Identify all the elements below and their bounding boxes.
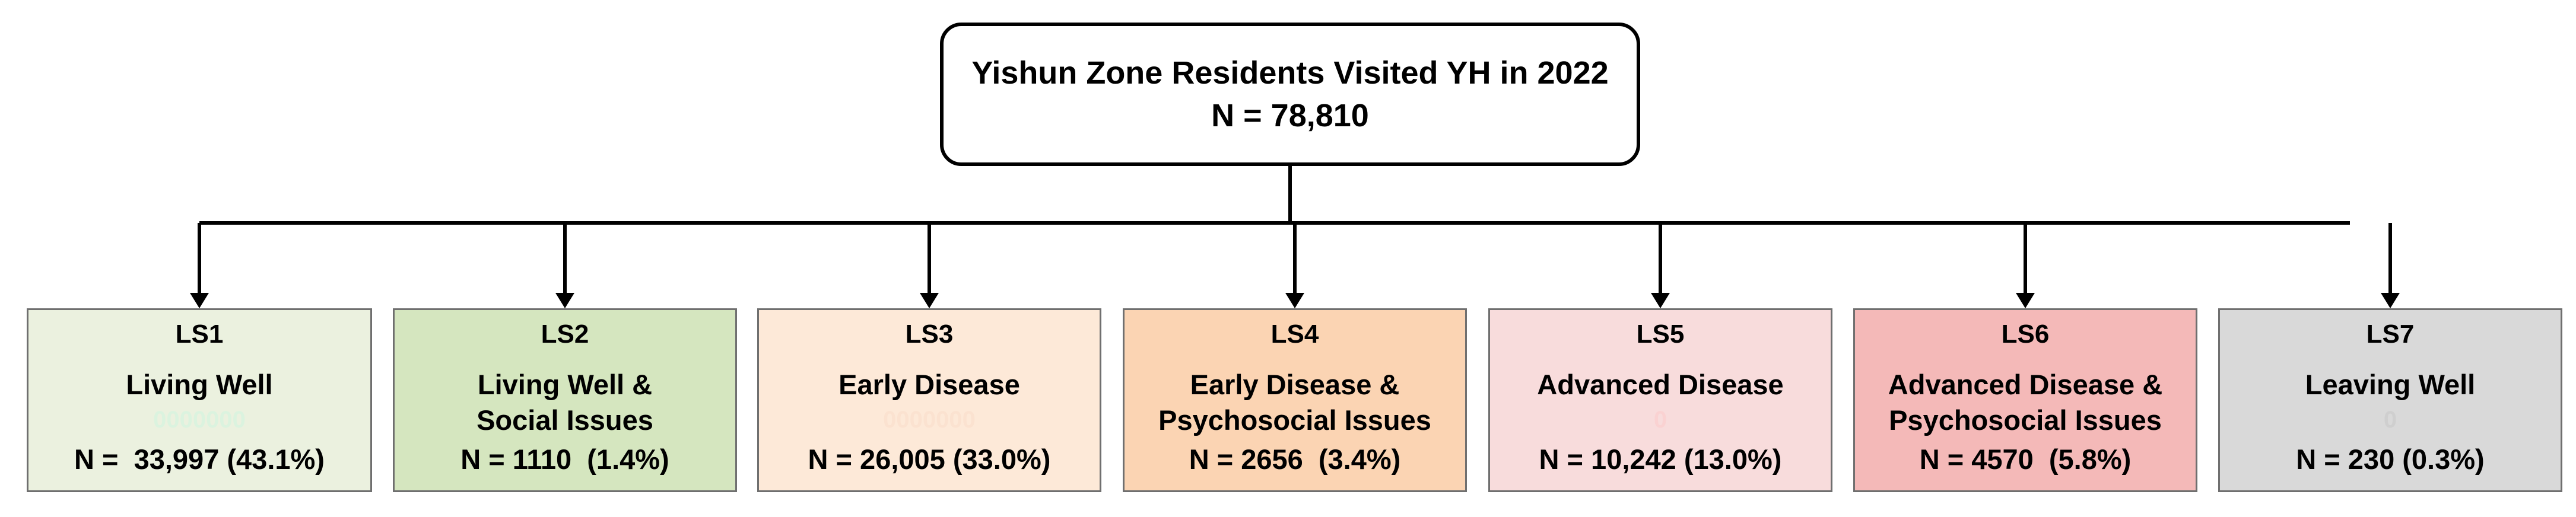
stage-box-ls6: LS6 Advanced Disease & Psychosocial Issu…	[1853, 308, 2197, 492]
arrow-group	[190, 223, 2400, 308]
stage-name-line1: Advanced Disease &	[1888, 369, 2163, 400]
stage-name: Early Disease 0000000	[838, 367, 1020, 438]
stage-count: N = 10,242 (13.0%)	[1539, 443, 1782, 475]
root-node: Yishun Zone Residents Visited YH in 2022…	[940, 23, 1640, 166]
stage-box-ls5: LS5 Advanced Disease 0 N = 10,242 (13.0%…	[1488, 308, 1832, 492]
stage-name-line1: Early Disease	[838, 369, 1020, 400]
stage-code: LS1	[175, 320, 224, 349]
stage-name-line2: Psychosocial Issues	[1158, 404, 1431, 436]
stage-name-line1: Early Disease &	[1190, 369, 1400, 400]
arrow-head-ls7	[2381, 293, 2400, 308]
stage-count: N = 33,997 (43.1%)	[74, 443, 325, 475]
stage-code: LS6	[2001, 320, 2050, 349]
root-total: N = 78,810	[1211, 98, 1369, 133]
stage-name: Early Disease & Psychosocial Issues	[1158, 367, 1431, 438]
stage-name-line2: Social Issues	[477, 404, 653, 436]
stage-code: LS4	[1270, 320, 1319, 349]
arrow-head-ls1	[190, 293, 209, 308]
stage-name: Advanced Disease & Psychosocial Issues	[1888, 367, 2162, 438]
stage-code: LS3	[905, 320, 954, 349]
stage-box-ls2: LS2 Living Well & Social Issues N = 1110…	[393, 308, 737, 492]
stage-box-ls3: LS3 Early Disease 0000000 N = 26,005 (33…	[757, 308, 1101, 492]
stage-box-ls4: LS4 Early Disease & Psychosocial Issues …	[1123, 308, 1467, 492]
stage-name-line1: Living Well	[126, 369, 273, 400]
stage-code: LS7	[2366, 320, 2415, 349]
root-title: Yishun Zone Residents Visited YH in 2022	[971, 55, 1609, 91]
stage-name: Living Well & Social Issues	[477, 367, 653, 438]
arrow-head-ls2	[555, 293, 574, 308]
stage-name-line1: Living Well &	[477, 369, 653, 400]
stage-box-ls1: LS1 Living Well 0000000 N = 33,997 (43.1…	[27, 308, 372, 492]
stage-name: Leaving Well 0	[2305, 367, 2475, 438]
arrow-head-ls6	[2016, 293, 2035, 308]
stage-count: N = 1110 (1.4%)	[460, 443, 669, 475]
stage-count: N = 4570 (5.8%)	[1919, 443, 2132, 475]
stage-ghost-text: 0	[1653, 407, 1667, 433]
stage-box-ls7: LS7 Leaving Well 0 N = 230 (0.3%)	[2218, 308, 2562, 492]
arrow-head-ls4	[1285, 293, 1304, 308]
stage-name-line2: Psychosocial Issues	[1889, 404, 2162, 436]
stage-count: N = 230 (0.3%)	[2296, 443, 2485, 475]
stage-count: N = 2656 (3.4%)	[1189, 443, 1401, 475]
stage-name-line1: Advanced Disease	[1537, 369, 1784, 400]
stage-code: LS2	[541, 320, 589, 349]
stage-ghost-text: 0	[2383, 407, 2397, 433]
stage-ghost-text: 0000000	[883, 407, 976, 433]
stage-code: LS5	[1636, 320, 1685, 349]
arrow-head-ls3	[920, 293, 939, 308]
stage-name-line1: Leaving Well	[2305, 369, 2476, 400]
stage-name: Living Well 0000000	[126, 367, 272, 438]
stage-name: Advanced Disease 0	[1537, 367, 1783, 438]
stage-ghost-text: 0000000	[153, 407, 246, 433]
arrow-head-ls5	[1651, 293, 1670, 308]
stage-count: N = 26,005 (33.0%)	[808, 443, 1051, 475]
